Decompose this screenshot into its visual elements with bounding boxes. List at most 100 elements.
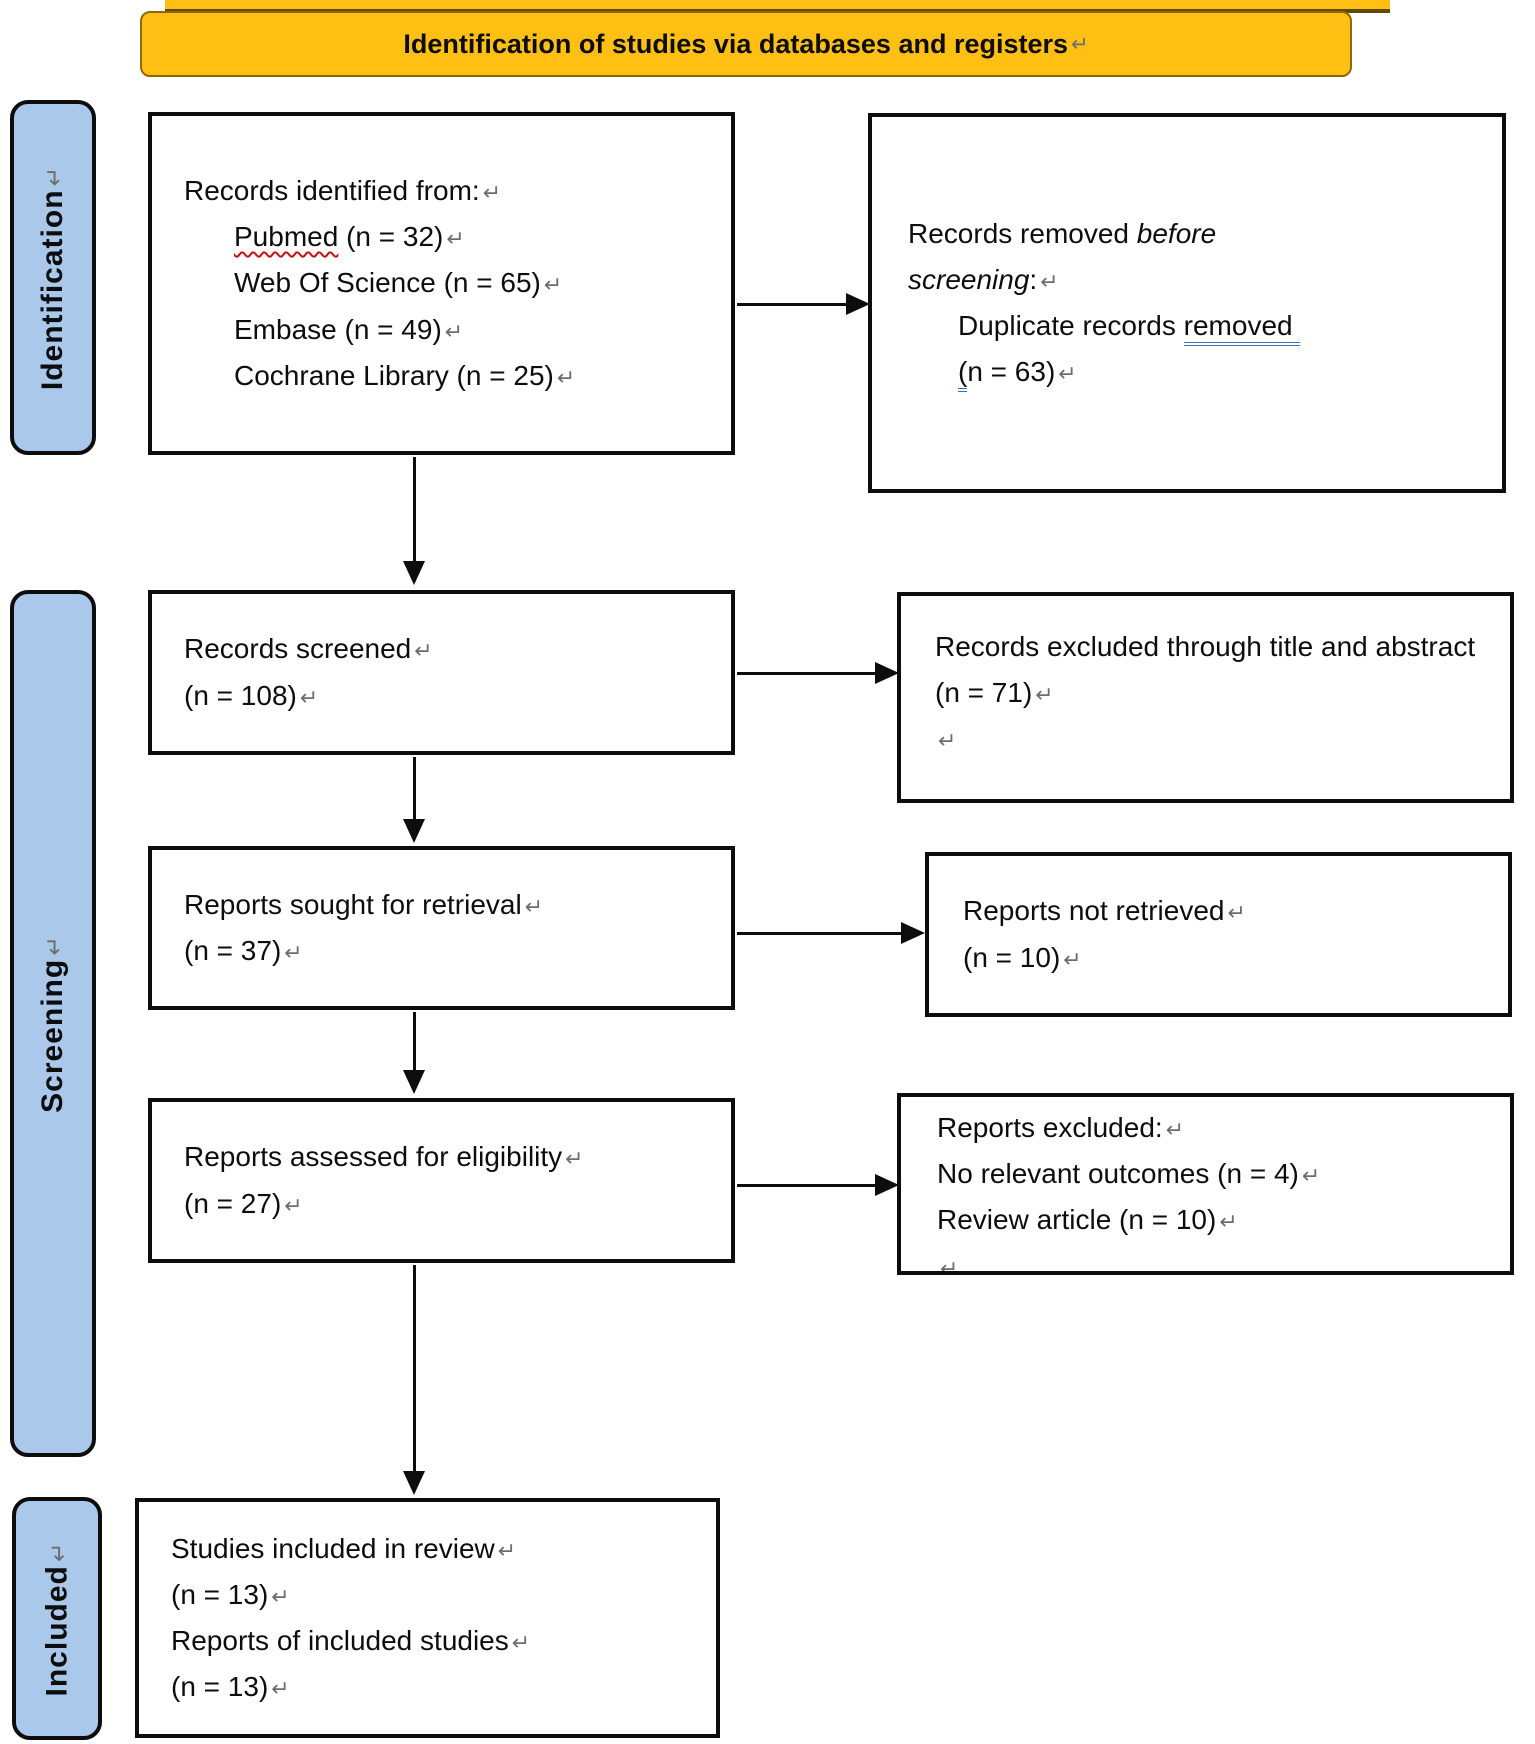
- studies-included-line1: Studies included in review↵: [171, 1526, 716, 1572]
- reports-included-count: (n = 13): [171, 1671, 269, 1703]
- sidebar-label-screening-text: Screening↵: [36, 935, 70, 1113]
- return-mark: ↵: [271, 1676, 290, 1702]
- records-identified-title: Records identified from:: [184, 175, 480, 207]
- banner-title: Identification of studies via databases …: [403, 28, 1069, 59]
- source-name: Pubmed: [234, 221, 339, 253]
- source-count: (n = 65): [435, 267, 541, 299]
- source-line-pubmed: Pubmed (n = 32)↵: [234, 214, 731, 260]
- label-text: Screening: [36, 958, 70, 1113]
- source-name: Cochrane Library: [234, 359, 449, 391]
- reports-excluded-title-line: Reports excluded:↵: [937, 1105, 1510, 1151]
- return-mark: ↵: [1035, 682, 1054, 708]
- empty-line: ↵: [937, 1244, 1510, 1271]
- label-text: Identification: [36, 188, 69, 390]
- source-line-cochrane: Cochrane Library (n = 25)↵: [234, 353, 731, 399]
- records-removed-line1: Records removed before: [908, 211, 1494, 257]
- records-screened-line2: (n = 108)↵: [184, 673, 731, 719]
- source-count: (n = 32): [338, 221, 444, 253]
- reports-included-text: Reports of included studies: [171, 1625, 509, 1656]
- return-mark: ↵: [565, 1146, 584, 1172]
- reports-not-retrieved-count: (n = 10): [963, 941, 1061, 973]
- box-reports-excluded: Reports excluded:↵ No relevant outcomes …: [897, 1093, 1514, 1275]
- reports-sought-line1: Reports sought for retrieval↵: [184, 882, 731, 928]
- return-mark: ↵: [556, 364, 576, 390]
- reports-not-retrieved-text: Reports not retrieved: [963, 895, 1225, 927]
- reports-sought-text: Reports sought for retrieval: [184, 888, 522, 920]
- exclusion-reason: No relevant outcomes (n = 4): [937, 1158, 1299, 1190]
- reports-not-retrieved-line1: Reports not retrieved↵: [963, 888, 1508, 934]
- grammar-underlined-word: removed: [1183, 310, 1301, 346]
- records-screened-count: (n = 108): [184, 679, 297, 711]
- studies-included-line2: (n = 13)↵: [171, 1572, 716, 1618]
- records-removed-line2: screening:↵: [908, 257, 1494, 303]
- return-mark: ↵: [41, 934, 68, 956]
- return-mark: ↵: [1071, 33, 1089, 56]
- studies-included-line3: Reports of included studies↵: [171, 1618, 716, 1664]
- records-removed-italic: screening: [908, 263, 1030, 295]
- studies-included-text: Studies included in review: [171, 1532, 495, 1564]
- reports-assessed-text: Reports assessed for eligibility: [184, 1141, 563, 1173]
- return-mark: ↵: [524, 893, 544, 919]
- empty-line: ↵: [935, 716, 1490, 762]
- return-mark: ↵: [284, 1192, 303, 1218]
- arrow-screened-to-excluded: [737, 662, 899, 684]
- box-reports-assessed: Reports assessed for eligibility↵ (n = 2…: [148, 1098, 735, 1263]
- box-records-identified: Records identified from:↵ Pubmed (n = 32…: [148, 112, 735, 455]
- return-mark: ↵: [497, 1537, 517, 1563]
- box-records-removed: Records removed before screening:↵ Dupli…: [868, 113, 1506, 493]
- studies-included-count: (n = 13): [171, 1578, 269, 1610]
- records-removed-italic: before: [1136, 217, 1217, 249]
- return-mark: ↵: [41, 165, 67, 186]
- return-mark: ↵: [444, 318, 464, 344]
- box-records-excluded: Records excluded through title and abstr…: [897, 592, 1514, 803]
- studies-included-line4: (n = 13)↵: [171, 1664, 716, 1710]
- reports-excluded-reason1: No relevant outcomes (n = 4)↵: [937, 1151, 1510, 1197]
- box-reports-sought: Reports sought for retrieval↵ (n = 37) ↵: [148, 846, 735, 1010]
- box-reports-not-retrieved: Reports not retrieved↵ (n = 10)↵: [925, 852, 1512, 1017]
- arrow-identified-to-screened: [403, 457, 425, 585]
- arrow-assessed-to-included: [403, 1265, 425, 1495]
- duplicate-records-text: Duplicate records: [958, 310, 1184, 341]
- records-identified-title-line: Records identified from:↵: [184, 168, 731, 214]
- sidebar-label-screening: Screening↵: [10, 590, 96, 1457]
- source-line-web-of-science: Web Of Science (n = 65)↵: [234, 260, 731, 306]
- arrow-sought-to-not-retrieved: [737, 922, 925, 944]
- return-mark: ↵: [1219, 1209, 1238, 1235]
- source-count: (n = 49): [336, 313, 442, 345]
- source-line-embase: Embase (n = 49)↵: [234, 307, 731, 353]
- arrow-screened-to-sought: [403, 757, 425, 843]
- return-mark: ↵: [45, 1541, 72, 1562]
- reports-sought-count: (n = 37): [184, 935, 282, 966]
- source-name: Embase: [234, 313, 337, 345]
- arrow-identified-to-removed: [737, 293, 870, 315]
- return-mark: ↵: [1227, 900, 1246, 926]
- reports-assessed-count: (n = 27): [184, 1187, 282, 1219]
- records-excluded-text: Records excluded through title and abstr…: [935, 631, 1476, 709]
- arrow-sought-to-assessed: [403, 1012, 425, 1094]
- source-name: Web Of Science: [234, 267, 436, 299]
- source-count: (n = 25): [448, 359, 554, 391]
- records-removed-text: Records removed: [908, 217, 1137, 249]
- duplicate-records-line: Duplicate records removed: [958, 303, 1494, 349]
- return-mark: ↵: [1063, 946, 1082, 972]
- sidebar-label-included: Included↵: [12, 1497, 102, 1740]
- reports-excluded-title: Reports excluded:: [937, 1112, 1163, 1143]
- sidebar-label-included-text: Included↵: [40, 1541, 74, 1696]
- box-records-screened: Records screened↵ (n = 108)↵: [148, 590, 735, 755]
- reports-assessed-line1: Reports assessed for eligibility↵: [184, 1134, 731, 1180]
- return-mark: ↵: [511, 1630, 531, 1655]
- return-mark: ↵: [414, 638, 433, 664]
- box-studies-included: Studies included in review↵ (n = 13)↵ Re…: [135, 1498, 720, 1738]
- reports-excluded-reason2: Review article (n = 10)↵: [937, 1197, 1510, 1243]
- arrow-assessed-to-excluded: [737, 1174, 899, 1196]
- reports-not-retrieved-line2: (n = 10)↵: [963, 935, 1508, 981]
- return-mark: ↵: [482, 180, 501, 206]
- return-mark: ↵: [446, 226, 465, 252]
- label-text: Included: [40, 1564, 74, 1696]
- sidebar-label-identification-text: Identification↵: [36, 165, 70, 389]
- duplicate-count-line: (n = 63)↵: [958, 349, 1494, 395]
- records-excluded-line: Records excluded through title and abstr…: [935, 624, 1490, 716]
- return-mark: ↵: [1301, 1163, 1321, 1189]
- records-screened-line1: Records screened↵: [184, 626, 731, 672]
